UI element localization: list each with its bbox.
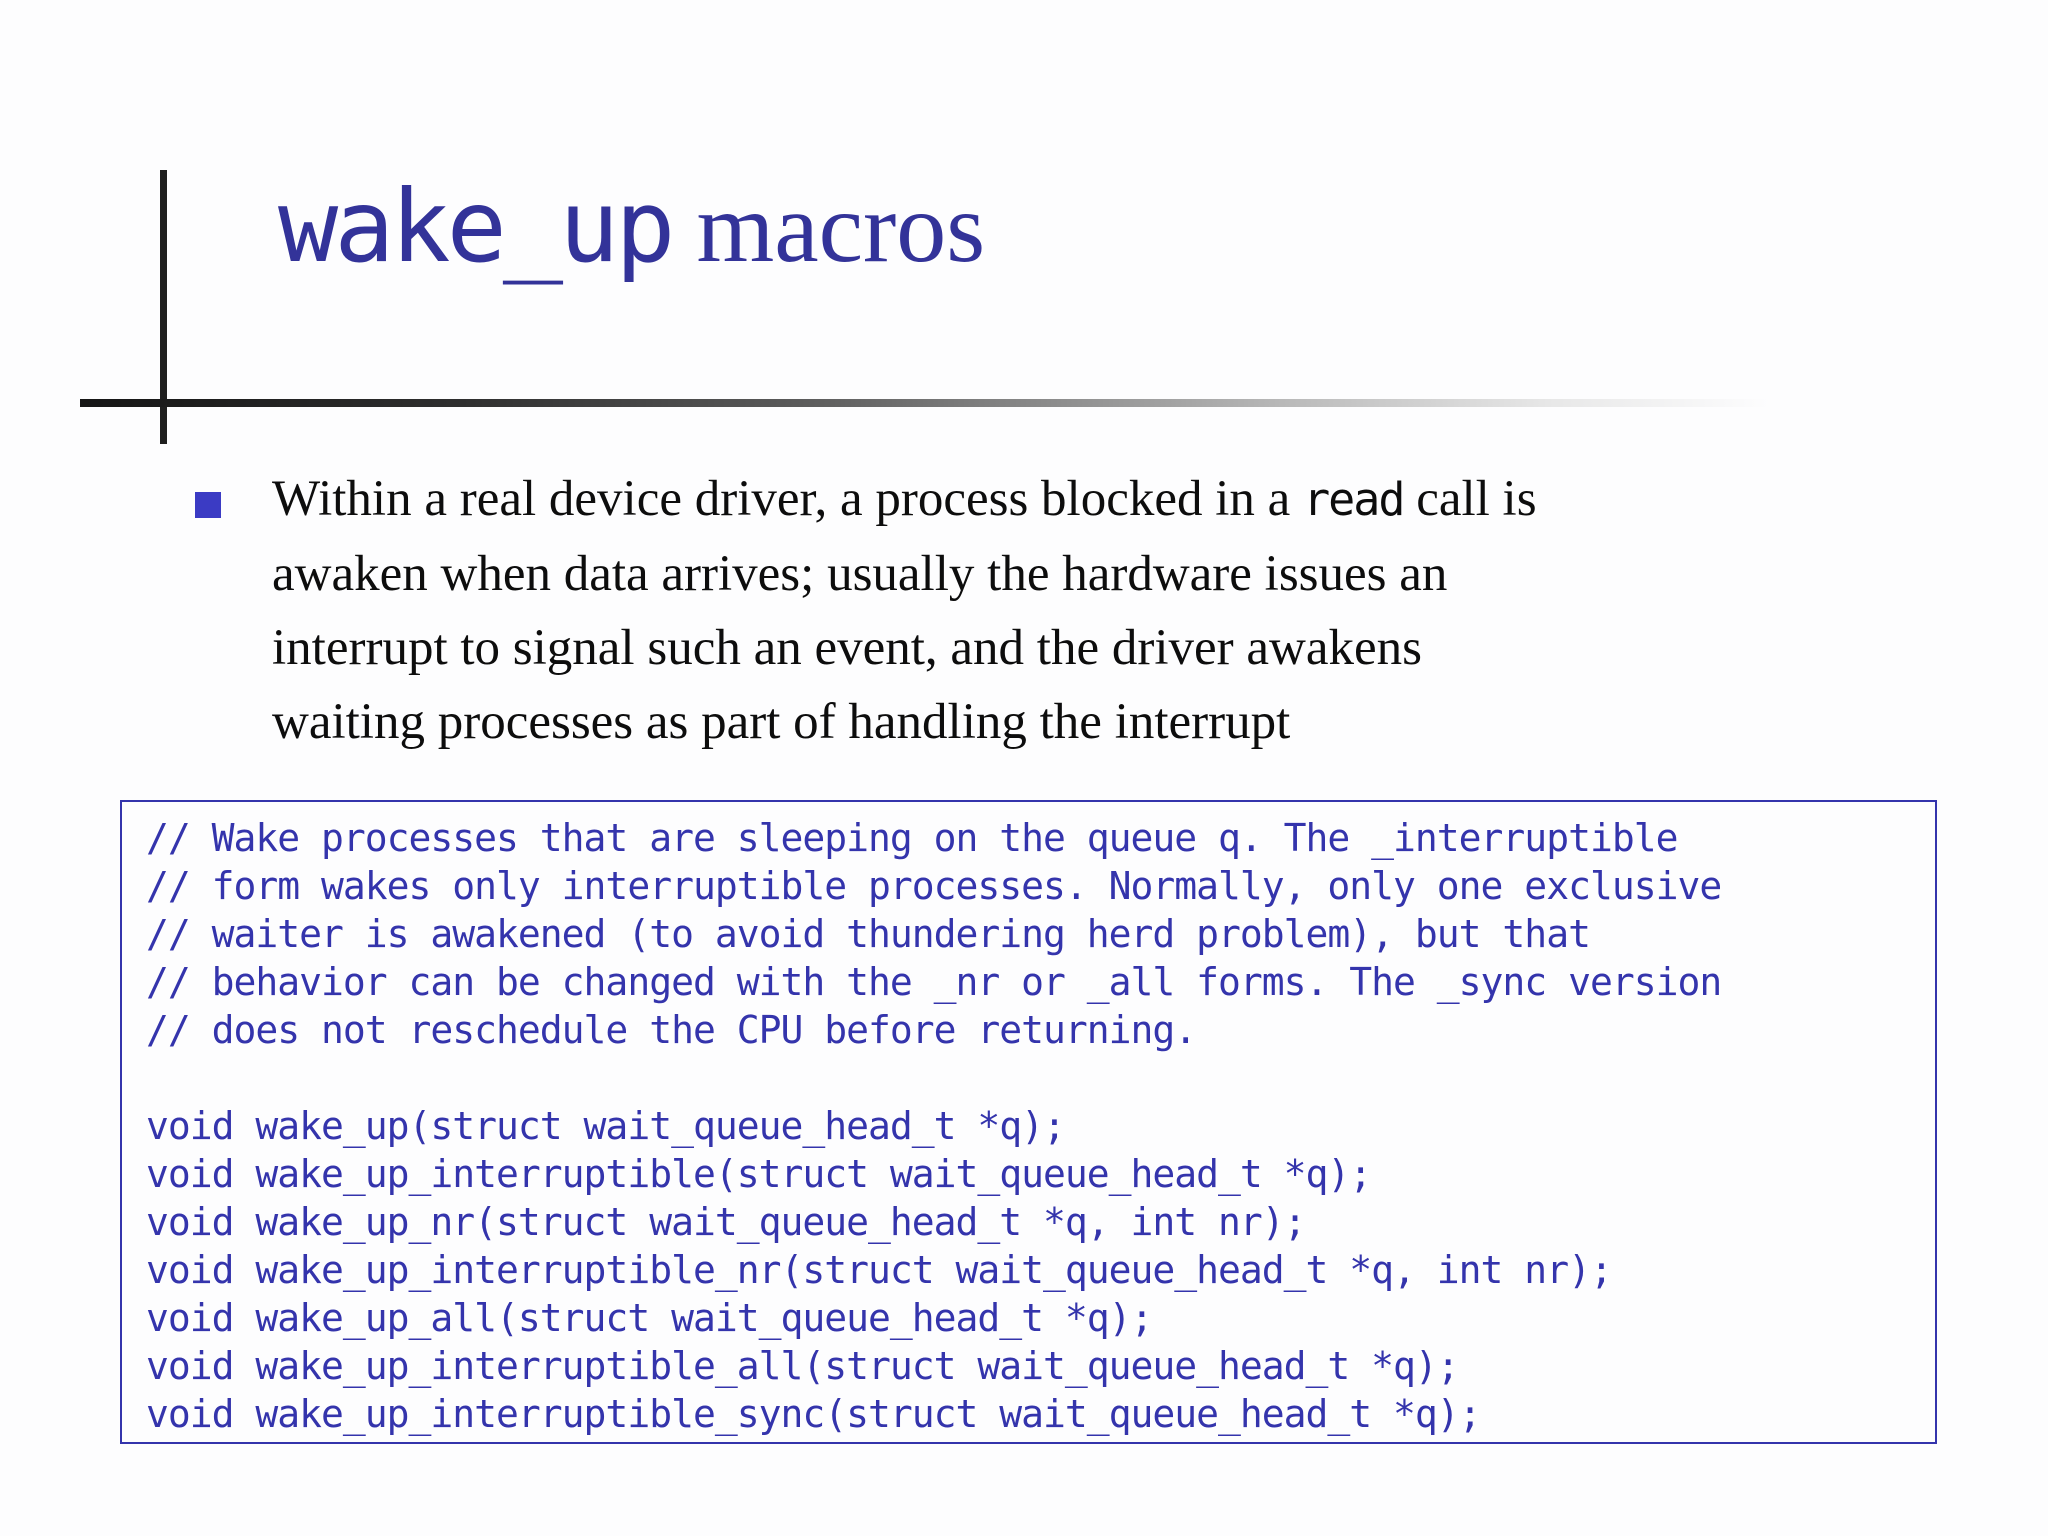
code-text: // Wake processes that are sleeping on t… <box>146 816 1722 1436</box>
bullet-paragraph: Within a real device driver, a process b… <box>272 462 1912 759</box>
bullet-line2: awaken when data arrives; usually the ha… <box>272 546 1448 602</box>
title-accent-vertical-line <box>160 170 167 444</box>
inline-code-read: read <box>1303 473 1405 526</box>
bullet-line1-post: call is <box>1403 471 1537 527</box>
title-underline-gradient <box>80 399 1786 407</box>
bullet-line1-pre: Within a real device driver, a process b… <box>272 471 1304 527</box>
page-title-code-part: wake_up <box>278 168 675 285</box>
bullet-line3: interrupt to signal such an event, and t… <box>272 620 1422 676</box>
page-title: wake_up macros <box>278 168 985 285</box>
page-title-serif-part: macros <box>671 172 986 283</box>
code-box: // Wake processes that are sleeping on t… <box>120 800 1937 1444</box>
bullet-square-marker <box>195 492 221 518</box>
bullet-line4: waiting processes as part of handling th… <box>272 694 1291 750</box>
